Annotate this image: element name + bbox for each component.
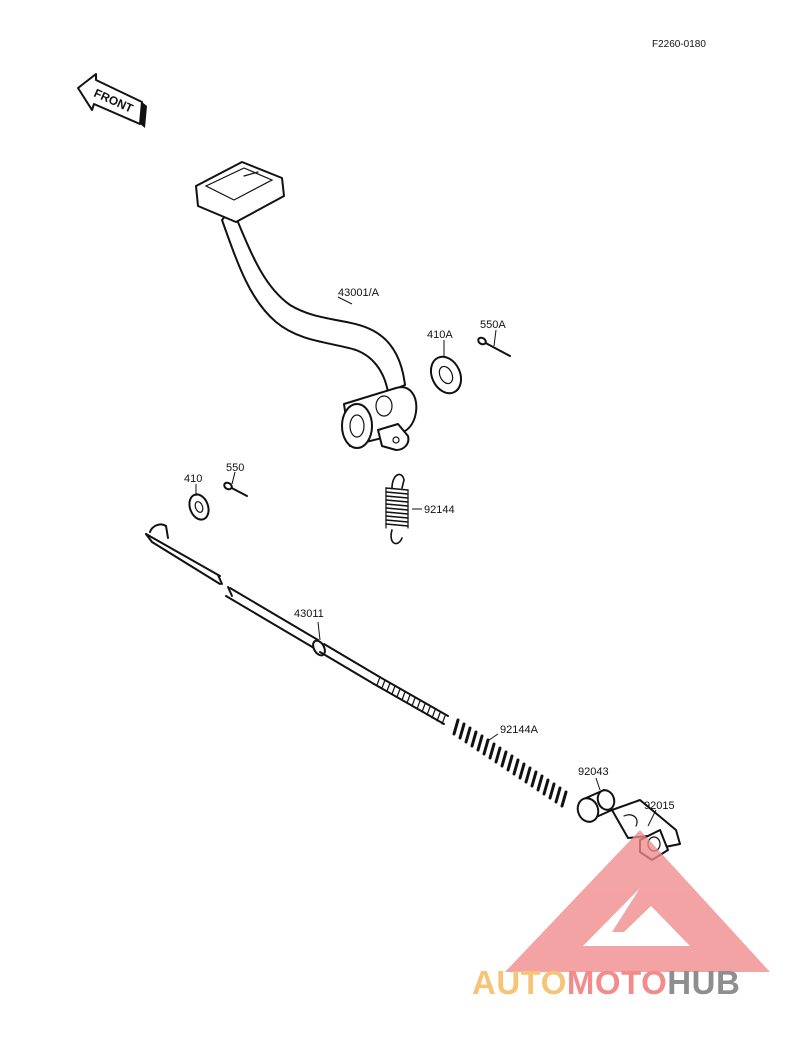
label-rod-spring: 92144A [500,724,539,736]
cotter-pin-550a [477,336,511,357]
brake-rod-43011 [145,523,449,725]
label-joint-nut: 92015 [644,800,675,812]
label-cotter-pin-550: 550 [226,462,244,474]
label-brake-rod: 43011 [294,608,324,620]
svg-text:AUTOMOTOHUB: AUTOMOTOHUB [472,964,740,1001]
leader-lines [195,296,657,827]
label-washer-410: 410 [184,473,202,485]
washer-410 [188,493,210,521]
label-brake-pedal: 43001/A [338,287,380,299]
brake-pedal [195,161,418,451]
rod-spring-92144a [452,718,568,808]
collar-92043 [576,789,616,823]
return-spring-92144 [385,473,409,545]
label-cotter-pin-550a: 550A [480,319,506,331]
diagram-code: F2260-0180 [652,39,706,50]
washer-410a [429,355,463,395]
cotter-pin-550 [223,481,248,497]
label-washer-410a: 410A [427,329,453,341]
label-return-spring: 92144 [424,504,455,516]
watermark-moto: MOTO [567,964,667,1001]
label-collar: 92043 [578,766,609,778]
watermark-triangle-icon [505,830,770,972]
watermark-hub: HUB [667,964,740,1001]
front-arrow-icon: FRONT [77,73,147,128]
watermark-auto: AUTO [472,964,567,1001]
watermark-logo: AUTOMOTOHUB [472,830,770,1001]
